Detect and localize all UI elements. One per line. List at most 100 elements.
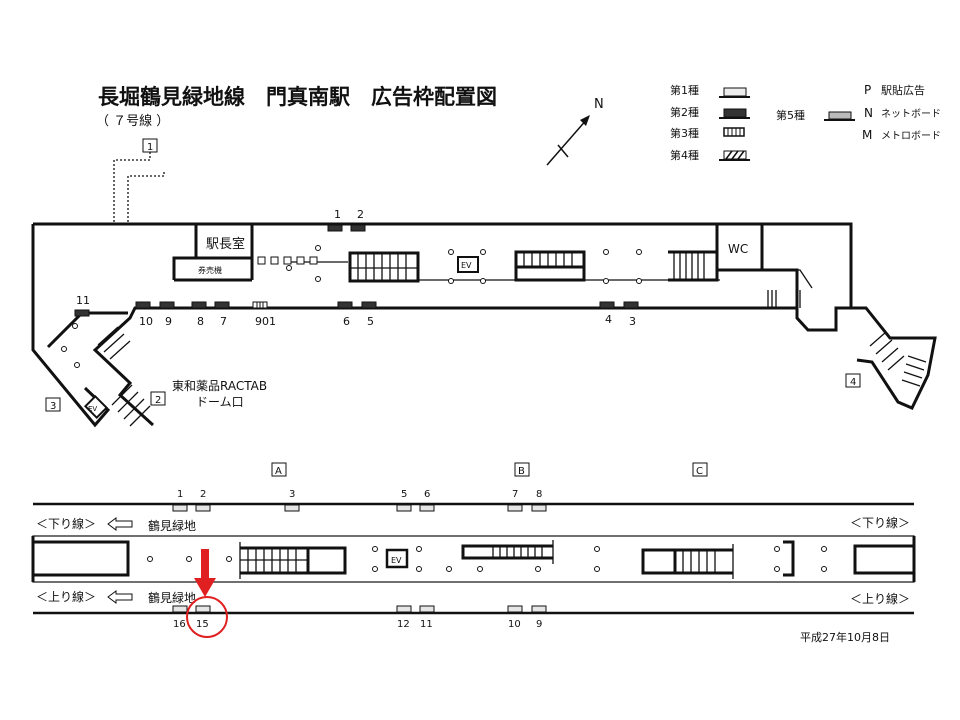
ad-frame-platform-top-5[interactable]: 5 bbox=[396, 489, 412, 512]
highlight-circle bbox=[186, 596, 228, 638]
ad-frame-label: 4 bbox=[605, 313, 612, 326]
ad-frame-concourse-11[interactable]: 11 bbox=[74, 294, 90, 317]
concourse-ev-label: EV bbox=[461, 261, 472, 270]
ad-frame-concourse-6[interactable]: 6 bbox=[337, 301, 353, 328]
legend-type1-label: 第1種 bbox=[670, 83, 699, 97]
ad-frame-platform-top-2[interactable]: 2 bbox=[195, 489, 211, 512]
ad-frame-label: 16 bbox=[173, 619, 186, 630]
legend-type2-icon bbox=[719, 108, 750, 119]
ad-frame-platform-bottom-16[interactable]: 16 bbox=[172, 605, 188, 630]
pillar bbox=[477, 566, 483, 572]
ad-frame-platform-top-8[interactable]: 8 bbox=[531, 489, 547, 512]
ad-frame-label: 6 bbox=[343, 315, 350, 328]
pillar bbox=[446, 566, 452, 572]
legend-code-n-text: ネットボード bbox=[881, 108, 941, 120]
exit-number: 4 bbox=[850, 377, 856, 388]
ad-frame-platform-bottom-15[interactable]: 15 bbox=[195, 605, 211, 630]
ad-frame-concourse-901[interactable]: 901 bbox=[252, 301, 276, 328]
pillar bbox=[774, 566, 780, 572]
down-line-label-right: ＜下り線＞ bbox=[850, 515, 910, 530]
ad-frame-platform-bottom-9[interactable]: 9 bbox=[531, 605, 547, 630]
exit-1-marker: 1 bbox=[142, 138, 158, 153]
ad-frame-platform-top-6[interactable]: 6 bbox=[419, 489, 435, 512]
ad-frame-label: 10 bbox=[139, 315, 153, 328]
ad-frame-label: 8 bbox=[197, 315, 204, 328]
down-line-label-left: ＜下り線＞ bbox=[36, 516, 96, 531]
pillar bbox=[448, 249, 454, 255]
north-label: N bbox=[594, 97, 604, 112]
section-label: C bbox=[696, 466, 703, 477]
legend-type3-icon bbox=[723, 127, 745, 137]
pillar bbox=[603, 249, 609, 255]
ad-frame-concourse-8[interactable]: 8 bbox=[191, 301, 207, 328]
ad-frame-label: 1 bbox=[334, 208, 341, 221]
platform-section-A: A bbox=[271, 462, 287, 477]
pillar bbox=[603, 278, 609, 284]
pillar bbox=[480, 278, 486, 284]
highlight-arrow-icon bbox=[194, 549, 216, 597]
pillar bbox=[416, 566, 422, 572]
ad-frame-concourse-9[interactable]: 9 bbox=[159, 301, 175, 328]
legend-type3-label: 第3種 bbox=[670, 126, 699, 140]
legend-type4-label: 第4種 bbox=[670, 148, 699, 162]
legend-code-m-text: メトロボード bbox=[881, 130, 941, 142]
legend-type5-label: 第5種 bbox=[776, 108, 805, 122]
ad-frame-concourse-5[interactable]: 5 bbox=[361, 301, 377, 328]
exit-name-line2: ドーム口 bbox=[196, 395, 244, 409]
destination-top: 鶴見緑地 bbox=[148, 518, 196, 533]
ad-frame-label: 15 bbox=[196, 619, 209, 630]
ad-frame-concourse-3[interactable]: 3 bbox=[623, 301, 639, 328]
legend: 第1種 第2種 第3種 第4種 第5種 P 駅貼広告 N ネットボード M メト… bbox=[670, 83, 941, 162]
pillar bbox=[372, 566, 378, 572]
ad-frame-platform-bottom-11[interactable]: 11 bbox=[419, 605, 435, 630]
legend-type4-icon bbox=[719, 150, 750, 161]
ad-frame-label: 3 bbox=[289, 489, 295, 500]
ad-frame-label: 7 bbox=[512, 489, 518, 500]
platform-section-B: B bbox=[514, 462, 530, 477]
legend-type1-icon bbox=[719, 87, 750, 98]
pillar bbox=[821, 546, 827, 552]
platform-section-C: C bbox=[692, 462, 708, 477]
pillar bbox=[594, 566, 600, 572]
ad-frame-label: 3 bbox=[629, 315, 636, 328]
destination-bottom: 鶴見緑地 bbox=[148, 590, 196, 605]
pillar bbox=[594, 546, 600, 552]
ad-frame-label: 6 bbox=[424, 489, 430, 500]
pillar bbox=[480, 249, 486, 255]
pillar bbox=[186, 556, 192, 562]
ad-frame-label: 8 bbox=[536, 489, 542, 500]
ad-frame-concourse-1[interactable]: 1 bbox=[327, 208, 343, 232]
exit-number: 2 bbox=[155, 395, 161, 406]
pillar bbox=[226, 556, 232, 562]
ticket-gate bbox=[283, 256, 292, 265]
pillar bbox=[774, 546, 780, 552]
pillar bbox=[74, 362, 80, 368]
ticket-gate bbox=[257, 256, 266, 265]
pillar bbox=[315, 245, 321, 251]
ad-frame-concourse-10[interactable]: 10 bbox=[135, 301, 153, 328]
exit-name-line1: 東和薬品RACTAB bbox=[172, 379, 267, 393]
legend-code-m: M bbox=[862, 128, 872, 142]
ad-frame-concourse-4[interactable]: 4 bbox=[599, 301, 615, 326]
legend-type5-icon bbox=[824, 111, 855, 121]
ad-frame-platform-bottom-10[interactable]: 10 bbox=[507, 605, 523, 630]
ad-frame-concourse-7[interactable]: 7 bbox=[214, 301, 230, 328]
left-arrow-icon bbox=[107, 590, 133, 604]
ad-frame-label: 9 bbox=[165, 315, 172, 328]
pillar bbox=[61, 346, 67, 352]
platform-ev-label: EV bbox=[391, 556, 402, 565]
ad-frame-platform-top-1[interactable]: 1 bbox=[172, 489, 188, 512]
ad-frame-platform-top-7[interactable]: 7 bbox=[507, 489, 523, 512]
ad-frame-platform-bottom-12[interactable]: 12 bbox=[396, 605, 412, 630]
ad-frame-platform-top-3[interactable]: 3 bbox=[284, 489, 300, 512]
ticket-gate bbox=[270, 256, 279, 265]
pillar bbox=[535, 566, 541, 572]
line-subtitle: （ ７号線 ） bbox=[96, 113, 169, 129]
ad-frame-label: 5 bbox=[367, 315, 374, 328]
ad-frame-concourse-2[interactable]: 2 bbox=[350, 208, 366, 232]
pillar bbox=[315, 276, 321, 282]
exit-2-marker: 2 bbox=[150, 391, 166, 406]
legend-code-p: P bbox=[864, 83, 871, 97]
